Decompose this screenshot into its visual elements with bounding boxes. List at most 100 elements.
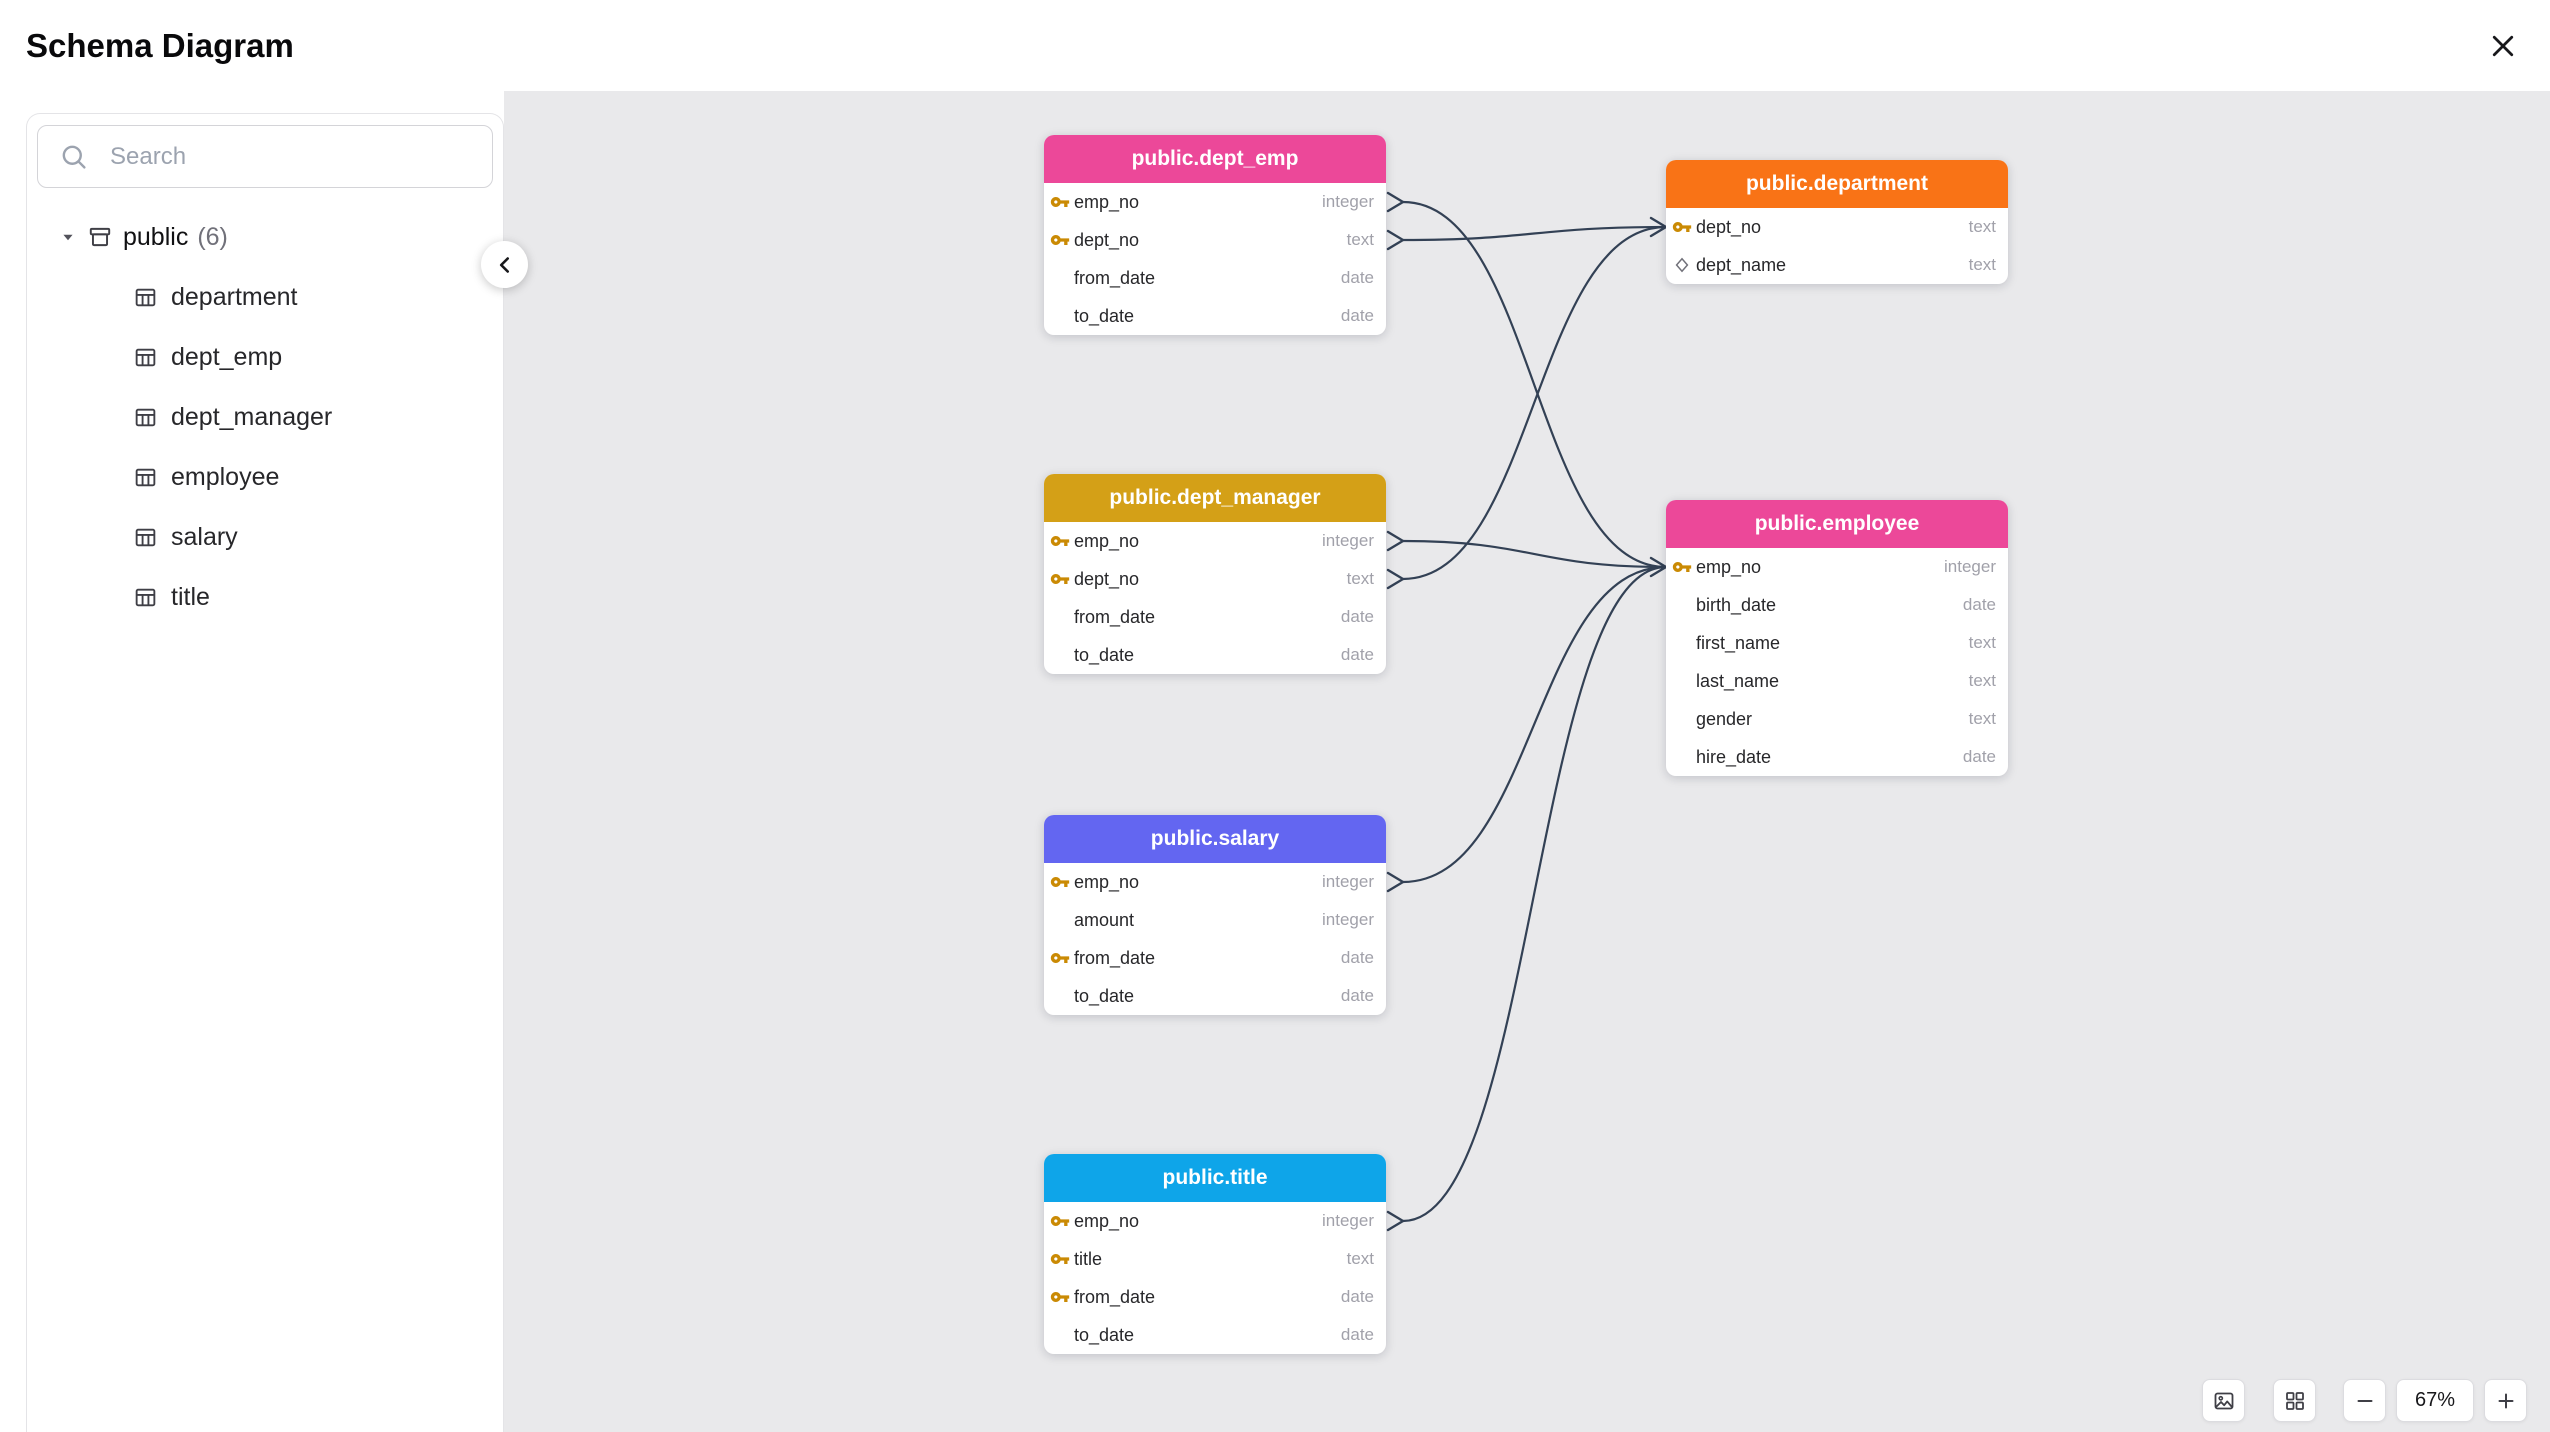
auto-layout-button[interactable] xyxy=(2273,1379,2316,1422)
search-input[interactable] xyxy=(37,125,493,188)
sidebar-item-title[interactable]: title xyxy=(37,567,493,627)
edge-dept_emp-department[interactable] xyxy=(1402,225,1667,242)
sidebar-item-salary[interactable]: salary xyxy=(37,507,493,567)
table-icon xyxy=(133,285,158,310)
edge-title-employee[interactable] xyxy=(1402,565,1667,1223)
column-name: emp_no xyxy=(1696,556,1762,577)
sidebar-item-employee[interactable]: employee xyxy=(37,447,493,507)
page-title: Schema Diagram xyxy=(26,26,294,64)
column-name: dept_no xyxy=(1074,229,1140,250)
key-icon xyxy=(1050,872,1070,892)
edges-layer xyxy=(1386,191,1668,1232)
sidebar-collapse-button[interactable] xyxy=(481,241,528,288)
column-row: emp_no integer xyxy=(1044,863,1386,901)
zoom-level-button[interactable]: 67% xyxy=(2396,1379,2474,1422)
column-row: dept_no text xyxy=(1666,208,2008,246)
column-type: integer xyxy=(1322,192,1374,211)
column-row: from_date date xyxy=(1044,598,1386,636)
table-node-salary[interactable]: public.salary emp_no integer amount inte… xyxy=(1044,815,1386,1015)
edge-source-arrow-icon xyxy=(1386,191,1405,213)
table-node-header[interactable]: public.department xyxy=(1666,160,2008,208)
edge-dept_manager-department[interactable] xyxy=(1402,225,1667,581)
column-type: date xyxy=(1340,1325,1374,1344)
key-icon xyxy=(1050,1287,1070,1307)
diamond-icon xyxy=(1672,255,1692,275)
table-node-dept-manager[interactable]: public.dept_manager emp_no integer dept_… xyxy=(1044,474,1386,674)
column-type: integer xyxy=(1322,872,1374,891)
sidebar-panel: public (6) department dept_emp dept_mana… xyxy=(26,113,504,1432)
tree-item-schema-public[interactable]: public (6) xyxy=(37,207,493,267)
key-icon xyxy=(1050,531,1070,551)
column-row: gender text xyxy=(1666,700,2008,738)
table-node-header[interactable]: public.salary xyxy=(1044,815,1386,863)
close-icon xyxy=(2488,31,2518,61)
table-node-department[interactable]: public.department dept_no text dept_name… xyxy=(1666,160,2008,284)
column-name: dept_name xyxy=(1696,254,1787,275)
column-row: emp_no integer xyxy=(1666,548,2008,586)
column-name: hire_date xyxy=(1696,746,1772,767)
column-type: date xyxy=(1340,1287,1374,1306)
table-node-dept-emp[interactable]: public.dept_emp emp_no integer dept_no t… xyxy=(1044,135,1386,335)
column-row: emp_no integer xyxy=(1044,183,1386,221)
column-row: to_date date xyxy=(1044,977,1386,1015)
column-name: amount xyxy=(1074,909,1135,930)
column-type: date xyxy=(1962,747,1996,766)
column-name: dept_no xyxy=(1074,568,1140,589)
edge-source-arrow-icon xyxy=(1386,530,1405,552)
column-type: text xyxy=(1968,217,1996,236)
column-type: integer xyxy=(1322,1211,1374,1230)
column-name: from_date xyxy=(1074,267,1156,288)
edge-dept_emp-employee[interactable] xyxy=(1402,200,1667,569)
column-row: hire_date date xyxy=(1666,738,2008,776)
close-button[interactable] xyxy=(2478,21,2528,71)
sidebar-item-dept-manager[interactable]: dept_manager xyxy=(37,387,493,447)
table-icon xyxy=(133,585,158,610)
table-node-header[interactable]: public.title xyxy=(1044,1154,1386,1202)
column-name: emp_no xyxy=(1074,191,1140,212)
column-row: to_date date xyxy=(1044,1316,1386,1354)
diagram-canvas[interactable]: public.dept_emp emp_no integer dept_no t… xyxy=(504,91,2550,1432)
column-name: emp_no xyxy=(1074,1210,1140,1231)
sidebar-item-label: department xyxy=(171,282,298,311)
export-image-button[interactable] xyxy=(2202,1379,2245,1422)
sidebar-item-label: salary xyxy=(171,522,238,551)
zoom-out-button[interactable] xyxy=(2343,1379,2386,1422)
edge-dept_manager-employee[interactable] xyxy=(1402,539,1667,569)
column-row: dept_name text xyxy=(1666,246,2008,284)
key-icon xyxy=(1050,1249,1070,1269)
column-row: title text xyxy=(1044,1240,1386,1278)
column-name: to_date xyxy=(1074,1324,1135,1345)
key-icon xyxy=(1672,557,1692,577)
column-row: emp_no integer xyxy=(1044,1202,1386,1240)
table-icon xyxy=(133,345,158,370)
column-type: text xyxy=(1346,230,1374,249)
column-row: to_date date xyxy=(1044,297,1386,335)
table-icon xyxy=(133,405,158,430)
column-type: integer xyxy=(1322,531,1374,550)
table-node-title[interactable]: public.title emp_no integer title text f… xyxy=(1044,1154,1386,1354)
column-name: gender xyxy=(1696,708,1753,729)
column-row: to_date date xyxy=(1044,636,1386,674)
table-node-employee[interactable]: public.employee emp_no integer birth_dat… xyxy=(1666,500,2008,776)
table-node-header[interactable]: public.dept_emp xyxy=(1044,135,1386,183)
sidebar-item-dept-emp[interactable]: dept_emp xyxy=(37,327,493,387)
edge-source-arrow-icon xyxy=(1386,568,1405,590)
column-name: last_name xyxy=(1696,670,1780,691)
column-row: amount integer xyxy=(1044,901,1386,939)
table-node-header[interactable]: public.dept_manager xyxy=(1044,474,1386,522)
column-name: from_date xyxy=(1074,947,1156,968)
table-icon xyxy=(133,525,158,550)
zoom-in-button[interactable] xyxy=(2484,1379,2527,1422)
caret-down-icon[interactable] xyxy=(57,226,79,248)
sidebar-item-label: dept_manager xyxy=(171,402,333,431)
schema-icon xyxy=(87,224,113,250)
sidebar-item-label: employee xyxy=(171,462,280,491)
column-name: first_name xyxy=(1696,632,1781,653)
edge-salary-employee[interactable] xyxy=(1402,565,1667,884)
column-row: from_date date xyxy=(1044,259,1386,297)
table-node-header[interactable]: public.employee xyxy=(1666,500,2008,548)
column-name: to_date xyxy=(1074,985,1135,1006)
column-name: title xyxy=(1074,1248,1103,1269)
column-row: dept_no text xyxy=(1044,221,1386,259)
sidebar-item-department[interactable]: department xyxy=(37,267,493,327)
